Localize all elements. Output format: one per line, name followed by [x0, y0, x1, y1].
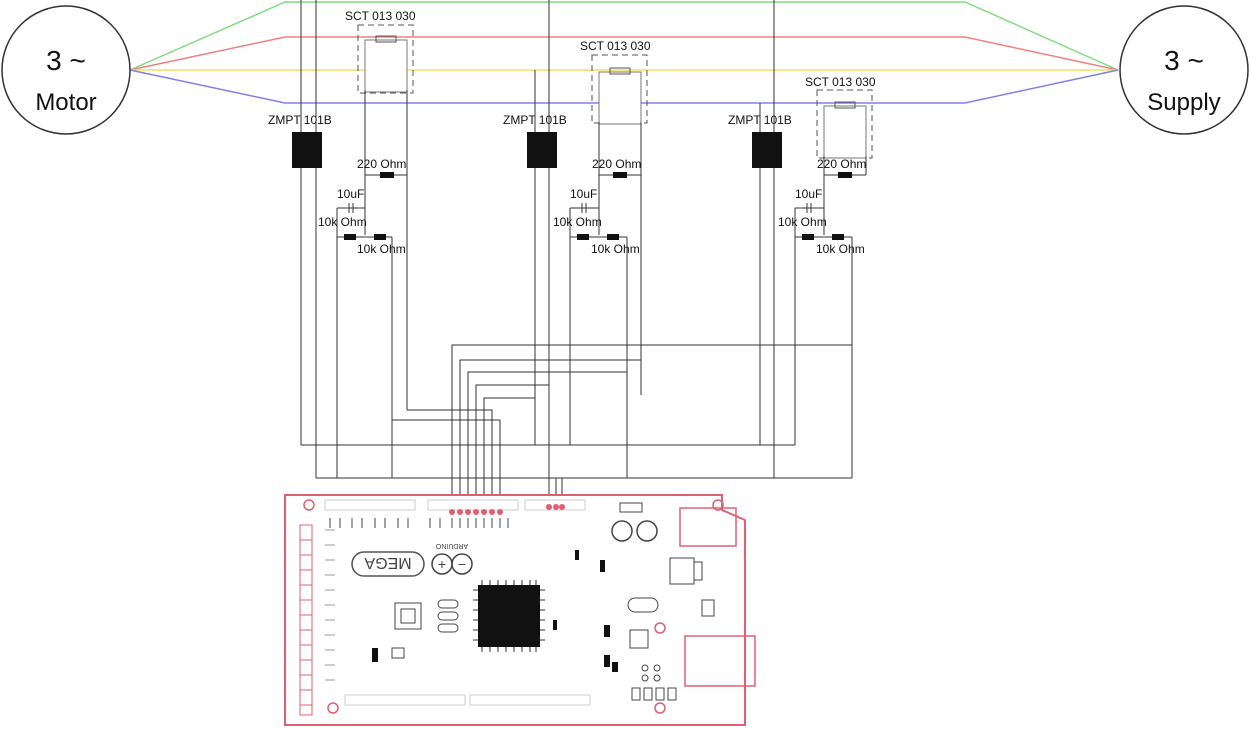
- mcu-chip: [478, 585, 540, 647]
- div2-label: 10k Ohm: [816, 242, 865, 256]
- ct-label: SCT 013 030: [580, 39, 651, 53]
- div2-label: 10k Ohm: [357, 242, 406, 256]
- ct-label: SCT 013 030: [345, 9, 416, 23]
- cap-label: 10uF: [795, 187, 822, 201]
- burden-resistor: [380, 172, 394, 178]
- phase-2-sensing: SCT 013 030 ZMPT 101B 220 Ohm 10uF 10k O…: [503, 0, 651, 478]
- div1-label: 10k Ohm: [318, 215, 367, 229]
- arduino-brand-text: ARDUINO: [435, 542, 468, 549]
- svg-text:−: −: [458, 556, 466, 572]
- motor-label: Motor: [35, 89, 96, 116]
- phase-1-sensing: SCT 013 030 ZMPT 101B 220 Ohm 10uF 10k O…: [268, 0, 416, 478]
- arduino-mega-board: MEGA + − ARDUINO: [284, 494, 756, 726]
- div1-label: 10k Ohm: [778, 215, 827, 229]
- current-transformer: [364, 39, 408, 93]
- phase-line-green: [129, 1, 1119, 71]
- voltage-transformer: [292, 132, 322, 168]
- mega-logo: MEGA: [351, 551, 425, 577]
- burden-label: 220 Ohm: [592, 157, 641, 171]
- motor-phase-label: 3 ~: [46, 45, 86, 76]
- bus-wiring: [301, 344, 853, 510]
- phase-line-red: [129, 36, 1119, 71]
- vt-label: ZMPT 101B: [268, 113, 332, 127]
- phase-3-sensing: SCT 013 030 ZMPT 101B 220 Ohm 10uF 10k O…: [728, 0, 876, 478]
- div1-label: 10k Ohm: [553, 215, 602, 229]
- usb-connector: [684, 635, 756, 687]
- voltage-transformer: [527, 132, 557, 168]
- burden-resistor: [838, 172, 852, 178]
- arduino-logo: + − ARDUINO: [431, 542, 473, 575]
- ct-label: SCT 013 030: [805, 75, 876, 89]
- div2-label: 10k Ohm: [591, 242, 640, 256]
- power-jack: [679, 507, 737, 547]
- current-transformer: [598, 71, 642, 125]
- current-transformer: [823, 105, 867, 159]
- cap-label: 10uF: [570, 187, 597, 201]
- burden-label: 220 Ohm: [357, 157, 406, 171]
- supply-symbol: 3 ~ Supply: [1119, 5, 1249, 135]
- burden-resistor: [613, 172, 627, 178]
- voltage-transformer: [752, 132, 782, 168]
- supply-label: Supply: [1147, 89, 1220, 116]
- reset-button: [394, 602, 422, 630]
- mega-logo-text: MEGA: [364, 554, 411, 571]
- ct-outline: [357, 24, 414, 94]
- motor-symbol: 3 ~ Motor: [1, 5, 131, 135]
- burden-label: 220 Ohm: [817, 157, 866, 171]
- supply-phase-label: 3 ~: [1164, 45, 1204, 76]
- cap-label: 10uF: [337, 187, 364, 201]
- svg-text:+: +: [438, 556, 446, 572]
